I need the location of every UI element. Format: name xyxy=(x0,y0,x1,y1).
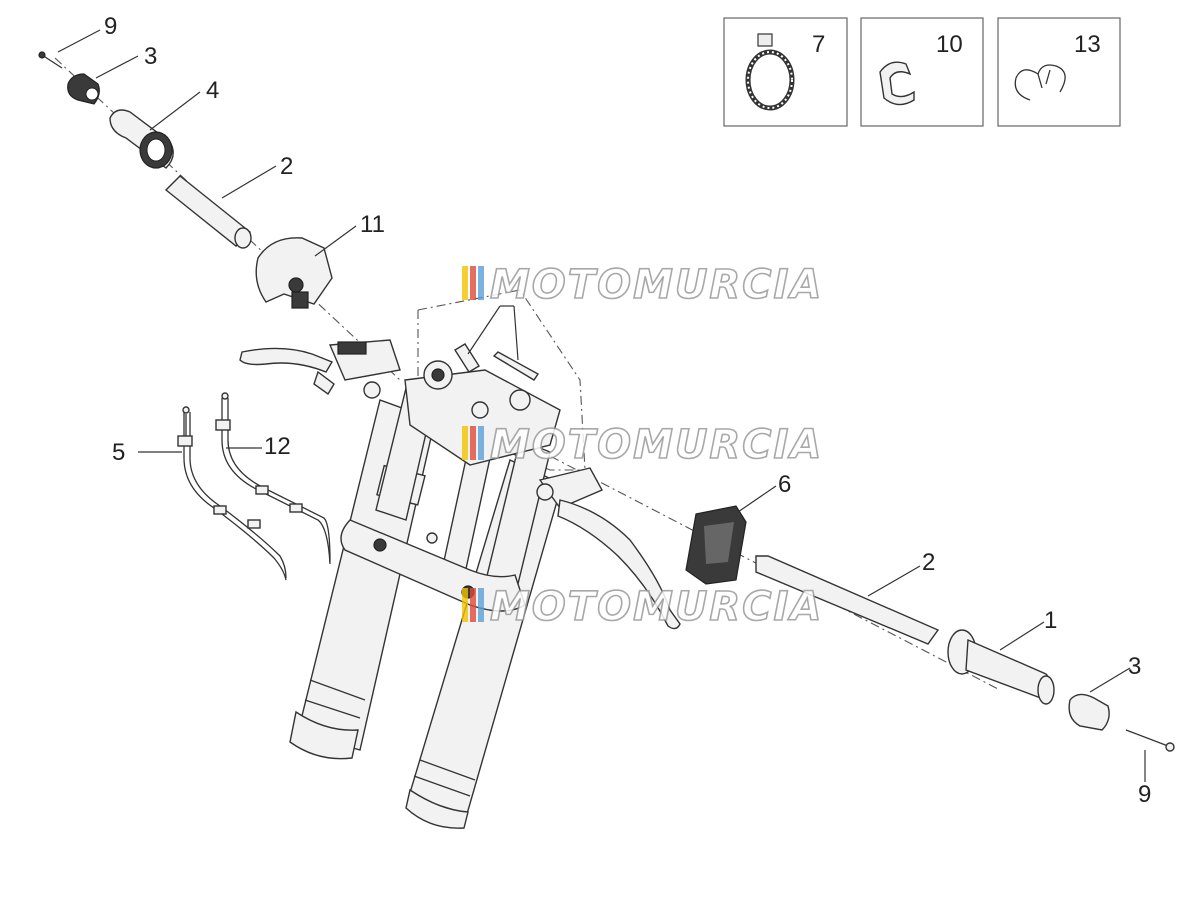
callout-4: 4 xyxy=(206,77,219,104)
watermark-top: MOTOMURCIA xyxy=(462,261,823,309)
callout-9-top: 9 xyxy=(104,13,117,40)
callout-9-right: 9 xyxy=(1138,781,1151,808)
clamp-bolts xyxy=(454,343,540,381)
bolt-9-top xyxy=(41,54,63,69)
callout-12: 12 xyxy=(264,433,291,460)
left-clutch-lever xyxy=(239,339,401,399)
callout-6: 6 xyxy=(778,471,791,498)
watermark-text-bottom: MOTOMURCIA xyxy=(490,584,823,630)
callout-2-right: 2 xyxy=(922,549,935,576)
left-bar-tube xyxy=(164,175,252,247)
callout-5: 5 xyxy=(112,439,125,466)
inset-label-13: 13 xyxy=(1074,31,1101,58)
clip-icon xyxy=(879,61,915,106)
inset-box-7: 7 xyxy=(723,17,848,127)
left-grip-assembly xyxy=(38,51,333,309)
right-bar-tube xyxy=(755,555,940,645)
callout-numbers: 9 3 4 2 11 5 12 6 2 1 3 9 xyxy=(104,13,1151,808)
inset-box-10: 10 xyxy=(860,17,984,127)
bar-end-weight-right xyxy=(1068,693,1110,731)
inset-label-10: 10 xyxy=(936,31,963,58)
callout-11: 11 xyxy=(360,211,385,238)
cable-12 xyxy=(221,398,331,565)
left-switch-housing xyxy=(255,237,333,305)
right-brake-lever xyxy=(536,467,681,630)
watermark-text-top: MOTOMURCIA xyxy=(490,262,823,308)
watermark-text-middle: MOTOMURCIA xyxy=(490,422,823,468)
watermark-middle: MOTOMURCIA xyxy=(462,421,823,469)
front-fork xyxy=(289,360,563,829)
inset-label-7: 7 xyxy=(812,31,825,58)
callout-1: 1 xyxy=(1044,607,1057,634)
right-grip-assembly xyxy=(685,505,1175,752)
callout-3-top: 3 xyxy=(144,43,157,70)
watermark-bottom: MOTOMURCIA xyxy=(462,583,823,631)
callout-2-top: 2 xyxy=(280,153,293,180)
leader-lines xyxy=(57,29,1146,782)
bolt-9-right xyxy=(1125,729,1169,747)
throttle-cables xyxy=(177,392,331,581)
inset-box-13: 13 xyxy=(997,17,1121,127)
cable-5 xyxy=(183,412,287,581)
callout-3-right: 3 xyxy=(1128,653,1141,680)
